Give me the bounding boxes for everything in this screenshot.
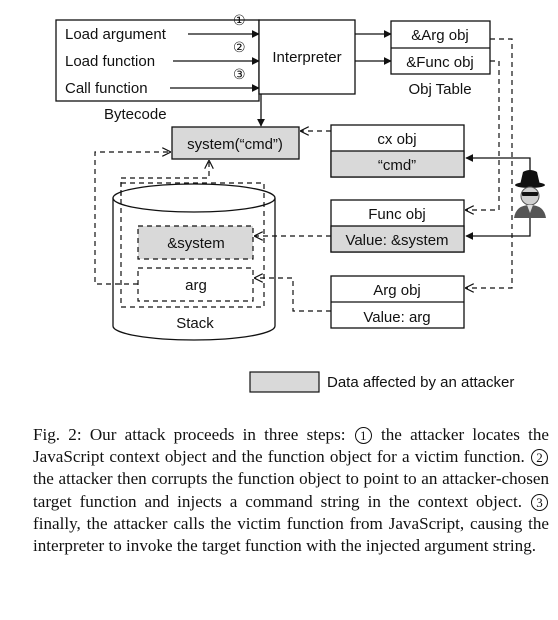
caption-text: the attacker then corrupts the function … [33, 469, 549, 511]
arg-obj-box: Arg obj Value: arg [330, 275, 465, 329]
arg-to-stack-arrow [255, 278, 331, 312]
stack-to-system-arrow [94, 152, 170, 285]
stack-label: Stack [176, 315, 214, 332]
arg-pointer-arrow [466, 38, 513, 288]
interpreter-label: Interpreter [272, 49, 341, 66]
step-marker: ② [233, 40, 246, 56]
stack-slot-label: &system [167, 235, 225, 252]
spy-attacker-icon [514, 170, 546, 218]
figure-caption: Fig. 2: Our attack proceeds in three ste… [33, 424, 549, 557]
caption-step-number: 3 [530, 493, 548, 511]
caption-step-number: 2 [531, 449, 548, 467]
legend-swatch [249, 371, 320, 393]
caption-text: finally, the attacker calls the victim f… [33, 513, 549, 556]
stack-slot-arg: arg [137, 267, 254, 302]
step-marker: ① [233, 13, 246, 29]
stack-slot-system: &system [137, 225, 254, 260]
step-marker: ③ [233, 67, 246, 83]
cx-obj-title: cx obj [377, 131, 416, 148]
obj-table: &Arg obj &Func obj [390, 20, 491, 75]
cx-obj-value: “cmd” [378, 157, 416, 174]
legend: Data affected by an attacker [249, 371, 514, 393]
bytecode-item: Load argument [65, 26, 167, 43]
caption-step-number: 1 [354, 427, 372, 444]
func-obj-title: Func obj [368, 206, 426, 223]
legend-label: Data affected by an attacker [327, 374, 514, 391]
bytecode-item: Call function [65, 80, 148, 97]
bytecode-label: Bytecode [104, 106, 167, 123]
arg-obj-title: Arg obj [373, 282, 421, 299]
attack-diagram: Load argument Load function Call functio… [55, 13, 546, 393]
attacker-to-cx-arrow [465, 154, 531, 178]
attacker-to-func-arrow [465, 218, 531, 240]
caption-text: the attacker locates the JavaScript cont… [33, 425, 549, 467]
stack-slot-label: arg [185, 277, 207, 294]
func-obj-value: Value: &system [345, 232, 448, 249]
stack-cylinder: Stack [112, 183, 276, 341]
bytecode-item: Load function [65, 53, 155, 70]
frame-to-system-arrow [120, 161, 209, 196]
obj-table-entry: &Func obj [406, 54, 474, 71]
system-call-box: system(“cmd”) [171, 126, 300, 160]
arg-obj-value: Value: arg [363, 309, 430, 326]
func-obj-box: Func obj Value: &system [330, 199, 465, 253]
cx-obj-box: cx obj “cmd” [330, 124, 465, 178]
func-pointer-arrow [466, 60, 500, 210]
interpreter-box: Interpreter [258, 19, 356, 95]
obj-table-entry: &Arg obj [411, 27, 469, 44]
stack-frame [120, 182, 265, 308]
obj-table-label: Obj Table [408, 81, 471, 98]
system-call-label: system(“cmd”) [187, 136, 283, 153]
caption-prefix: Fig. 2: Our attack proceeds in three ste… [33, 425, 346, 444]
